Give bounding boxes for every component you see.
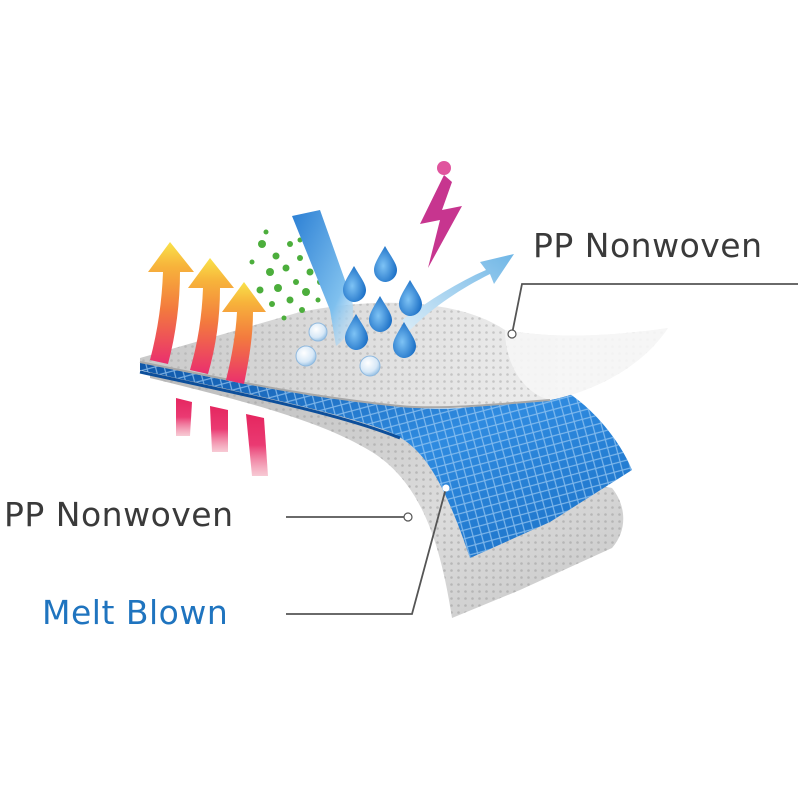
melt-blown-label: Melt Blown bbox=[42, 596, 228, 629]
top-layer-label: PP Nonwoven bbox=[533, 229, 763, 262]
heat-arrow-tails bbox=[176, 398, 268, 476]
bottom-layer-label: PP Nonwoven bbox=[4, 498, 234, 531]
leader-line-left bbox=[286, 513, 412, 521]
leader-line-top bbox=[508, 284, 798, 338]
lightning-icon bbox=[420, 161, 462, 268]
